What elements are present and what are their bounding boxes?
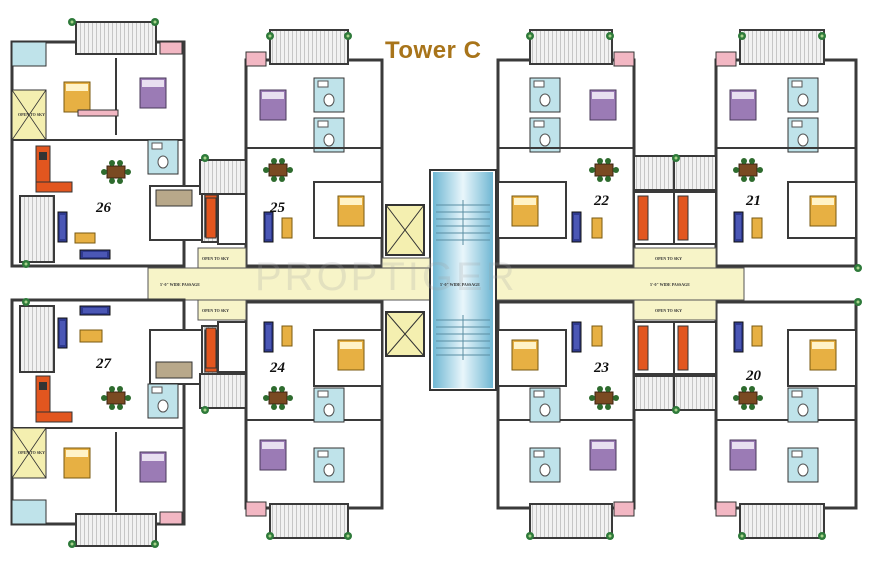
unit-number-21: 21	[746, 193, 761, 209]
open-to-sky-label-5: OPEN TO SKY	[18, 112, 45, 117]
open-to-sky-left-top	[197, 247, 247, 269]
unit-number-27: 27	[96, 356, 111, 372]
page-title: Tower C	[385, 37, 482, 64]
passage-label-right: 5'-0" WIDE PASSAGE	[650, 282, 690, 287]
unit-number-23: 23	[594, 360, 609, 376]
stair-core	[385, 169, 497, 391]
unit-number-24: 24	[270, 360, 285, 376]
unit-number-26: 26	[96, 200, 111, 216]
unit-22	[496, 29, 675, 268]
watermark-text: PROPTIGER	[255, 255, 518, 299]
unit-number-20: 20	[746, 368, 761, 384]
unit-23	[496, 300, 675, 539]
open-to-sky-center-top	[381, 257, 431, 269]
unit-21	[673, 29, 858, 268]
passage-label-left: 5'-0" WIDE PASSAGE	[160, 282, 200, 287]
unit-24	[199, 300, 384, 539]
unit-27	[10, 298, 245, 547]
unit-number-22: 22	[594, 193, 609, 209]
unit-20	[673, 300, 858, 539]
open-to-sky-label-3: OPEN TO SKY	[655, 256, 682, 261]
open-to-sky-label-6: OPEN TO SKY	[18, 450, 45, 455]
passage-label-center: 5'-0" WIDE PASSAGE	[440, 282, 480, 287]
open-to-sky-right-bottom	[633, 299, 717, 321]
open-to-sky-label-2: OPEN TO SKY	[202, 308, 229, 313]
unit-25	[199, 29, 384, 268]
open-to-sky-left-bottom	[197, 299, 247, 321]
unit-number-25: 25	[270, 200, 285, 216]
open-to-sky-label-4: OPEN TO SKY	[655, 308, 682, 313]
open-to-sky-right-top	[633, 247, 717, 269]
open-to-sky-label-1: OPEN TO SKY	[202, 256, 229, 261]
